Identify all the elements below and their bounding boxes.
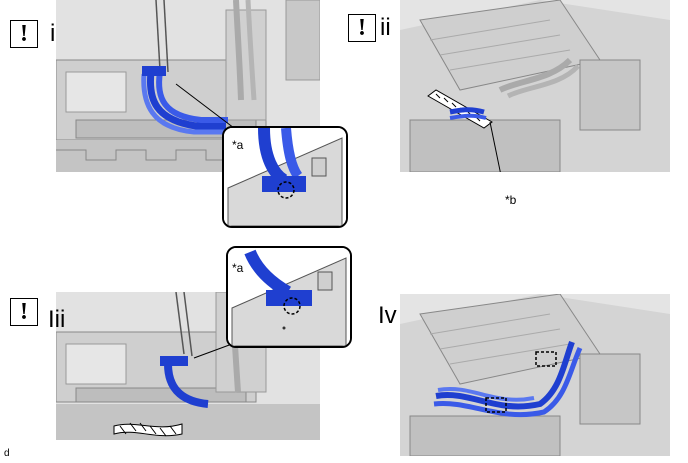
panel-ii-illustration — [400, 0, 670, 172]
callout-a-bottom: *a — [232, 261, 244, 275]
panel-ii-drawing — [400, 0, 670, 172]
callout-b: *b — [505, 193, 517, 207]
panel-i-drawing — [56, 0, 320, 172]
panel-iv-illustration — [400, 294, 670, 456]
inset-iii-drawing — [228, 248, 350, 346]
figure-code: d — [4, 448, 10, 459]
panel-i-illustration — [56, 0, 320, 172]
warning-icon: ! — [348, 14, 376, 42]
panel-ii-label: ii — [380, 14, 391, 41]
warning-icon: ! — [10, 20, 38, 48]
warning-icon: ! — [10, 298, 38, 326]
callout-a-top: *a — [232, 138, 244, 152]
panel-i-label: i — [50, 20, 56, 47]
panel-iii-inset — [226, 246, 352, 348]
panel-iii-illustration — [56, 292, 320, 440]
panel-iii-label: Iii — [48, 306, 66, 333]
panel-i-inset — [222, 126, 348, 228]
panel-iv-drawing — [400, 294, 670, 456]
panel-iv-label: Iv — [378, 302, 397, 329]
inset-i-drawing — [224, 128, 346, 226]
